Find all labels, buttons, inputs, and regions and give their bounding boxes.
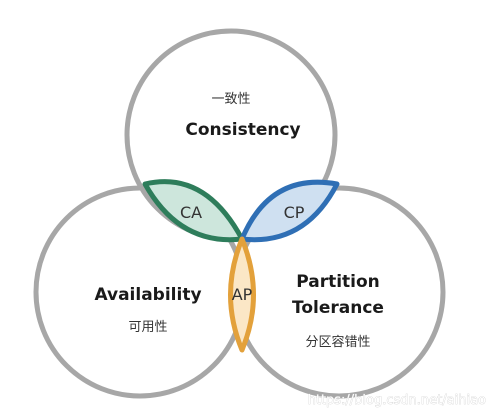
watermark: https://blog.csdn.net/aihiao — [308, 393, 486, 408]
consistency-cn-label: 一致性 — [211, 92, 250, 107]
label-ca: CA — [180, 203, 202, 222]
partition-cn-label: 分区容错性 — [305, 334, 370, 350]
availability-label: Availability — [94, 285, 201, 305]
availability-cn-label: 可用性 — [128, 320, 167, 335]
consistency-label: Consistency — [185, 120, 300, 140]
label-cp: CP — [284, 203, 305, 222]
partition-label-line1: Partition — [296, 272, 380, 292]
partition-label-line2: Tolerance — [292, 298, 384, 318]
lens-ap — [228, 236, 256, 353]
label-ap: AP — [232, 285, 253, 304]
